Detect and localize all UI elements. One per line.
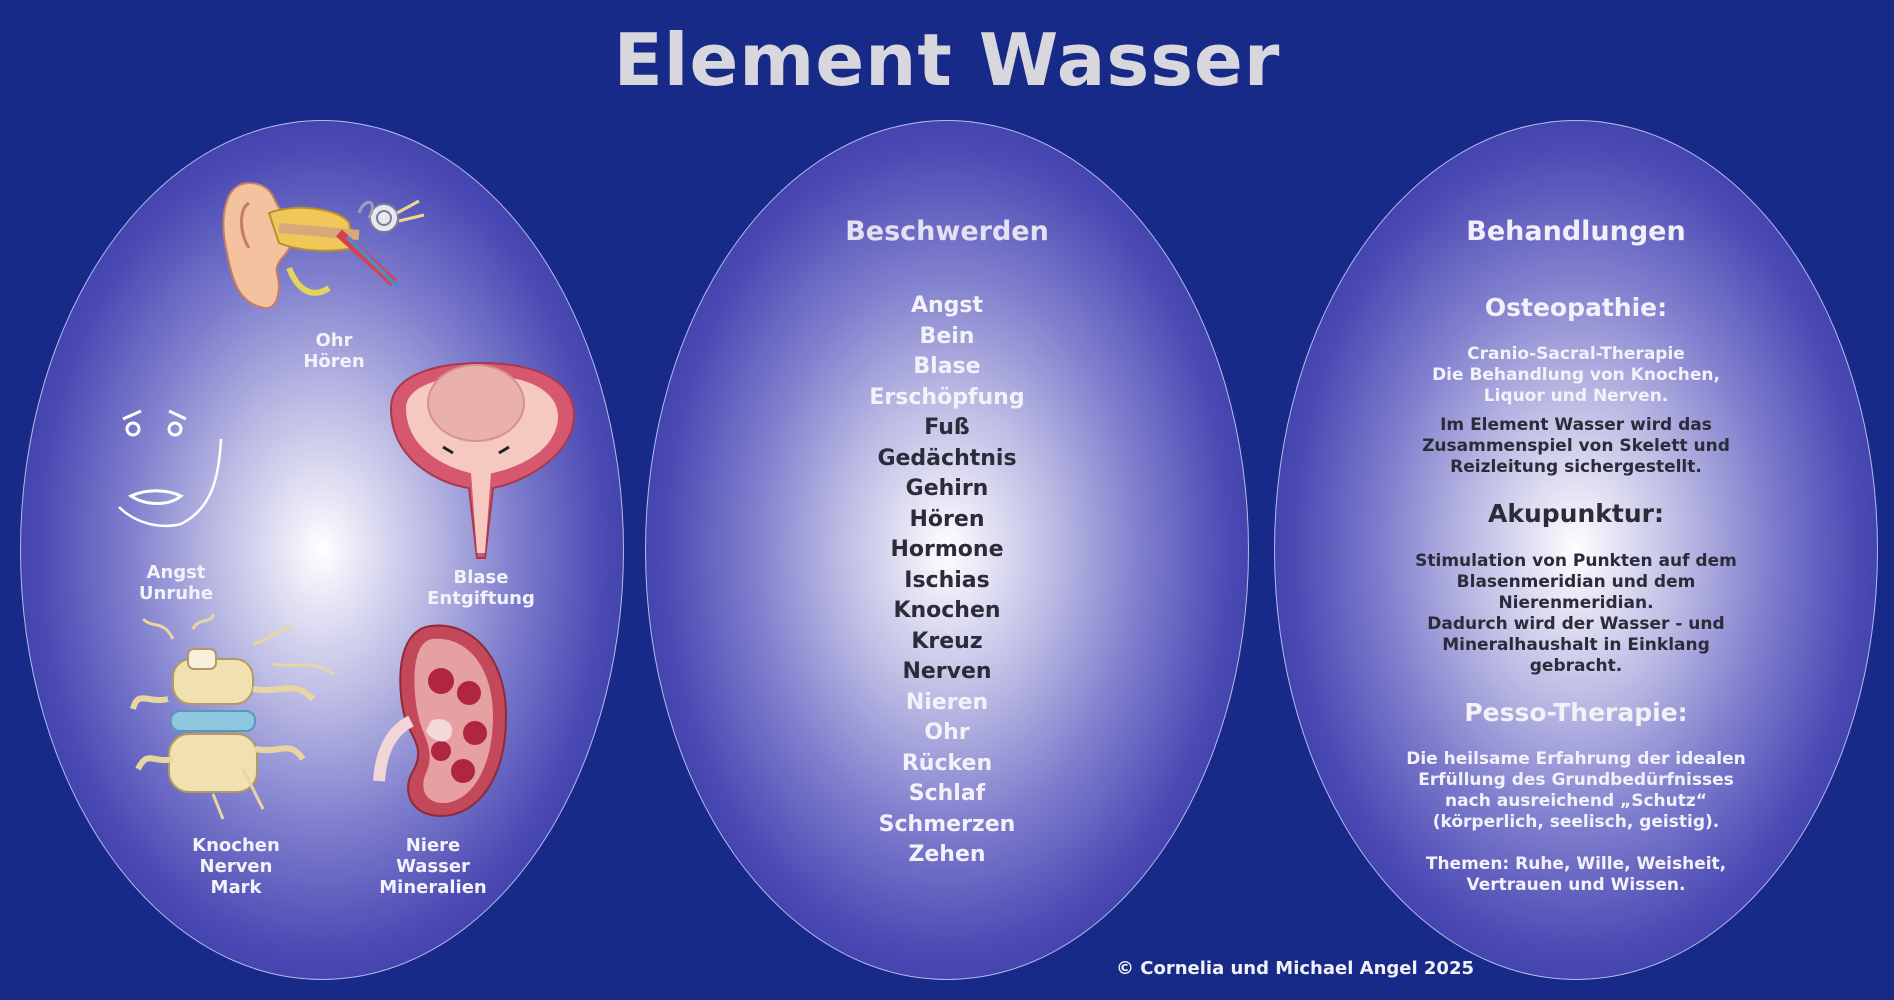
- osteopathy-text-1: Cranio-Sacral-Therapie Die Behandlung vo…: [1432, 344, 1720, 406]
- complaint-item: Nerven: [902, 659, 992, 684]
- pesso-text-2: Themen: Ruhe, Wille, Weisheit, Vertrauen…: [1425, 854, 1727, 895]
- pesso-title: Pesso-Therapie:: [1464, 698, 1688, 727]
- complaint-item: Rücken: [901, 750, 993, 776]
- complaint-item: Knochen: [893, 598, 1001, 623]
- complaint-item: Schlaf: [908, 781, 986, 806]
- spine-label: Knochen Nerven Mark: [192, 835, 280, 898]
- ear-label: Ohr Hören: [303, 330, 365, 372]
- kidney-icon: [373, 624, 508, 818]
- complaint-item: Angst: [910, 293, 984, 318]
- complaints-heading: Beschwerden: [845, 216, 1049, 247]
- complaint-item: Gehirn: [905, 476, 989, 501]
- complaint-item: Kreuz: [911, 628, 983, 654]
- treatments-panel: Behandlungen Osteopathie: Cranio-Sacral-…: [1274, 120, 1878, 980]
- complaint-item: Hormone: [890, 537, 1004, 562]
- acupuncture-text: Stimulation von Punkten auf dem Blasenme…: [1415, 551, 1737, 676]
- face-label: Angst Unruhe: [138, 562, 214, 604]
- complaint-item: Nieren: [905, 689, 989, 715]
- bladder-label: Blase Entgiftung: [427, 567, 535, 609]
- pesso-text-1: Die heilsame Erfahrung der idealen Erfül…: [1406, 749, 1746, 832]
- acupuncture-title: Akupunktur:: [1488, 499, 1664, 528]
- kidney-label: Niere Wasser Mineralien: [379, 835, 487, 898]
- spine-icon: [130, 613, 334, 820]
- osteopathy-title: Osteopathie:: [1484, 293, 1668, 322]
- copyright-notice: © Cornelia und Michael Angel 2025: [1116, 958, 1475, 979]
- page-title: Element Wasser: [613, 18, 1281, 102]
- complaint-item: Fuß: [924, 415, 970, 440]
- bladder-icon: [389, 361, 576, 559]
- treatments-heading: Behandlungen: [1466, 216, 1686, 247]
- ear-anatomy-icon: [222, 181, 425, 310]
- complaint-item: Ischias: [904, 567, 990, 593]
- complaint-item: Zehen: [908, 842, 986, 867]
- complaint-item: Bein: [919, 323, 975, 349]
- worried-face-icon: [118, 409, 223, 528]
- complaint-item: Blase: [913, 354, 981, 379]
- complaint-item: Ohr: [924, 720, 970, 745]
- complaint-item: Gedächtnis: [877, 445, 1017, 471]
- complaint-item: Hören: [909, 506, 985, 532]
- organs-panel: Ohr Hören Angst Unruhe Blase Entgiftung …: [20, 120, 624, 980]
- osteopathy-text-2: Im Element Wasser wird das Zusammenspiel…: [1422, 415, 1730, 477]
- complaint-item: Schmerzen: [878, 811, 1016, 837]
- complaint-item: Erschöpfung: [869, 384, 1025, 410]
